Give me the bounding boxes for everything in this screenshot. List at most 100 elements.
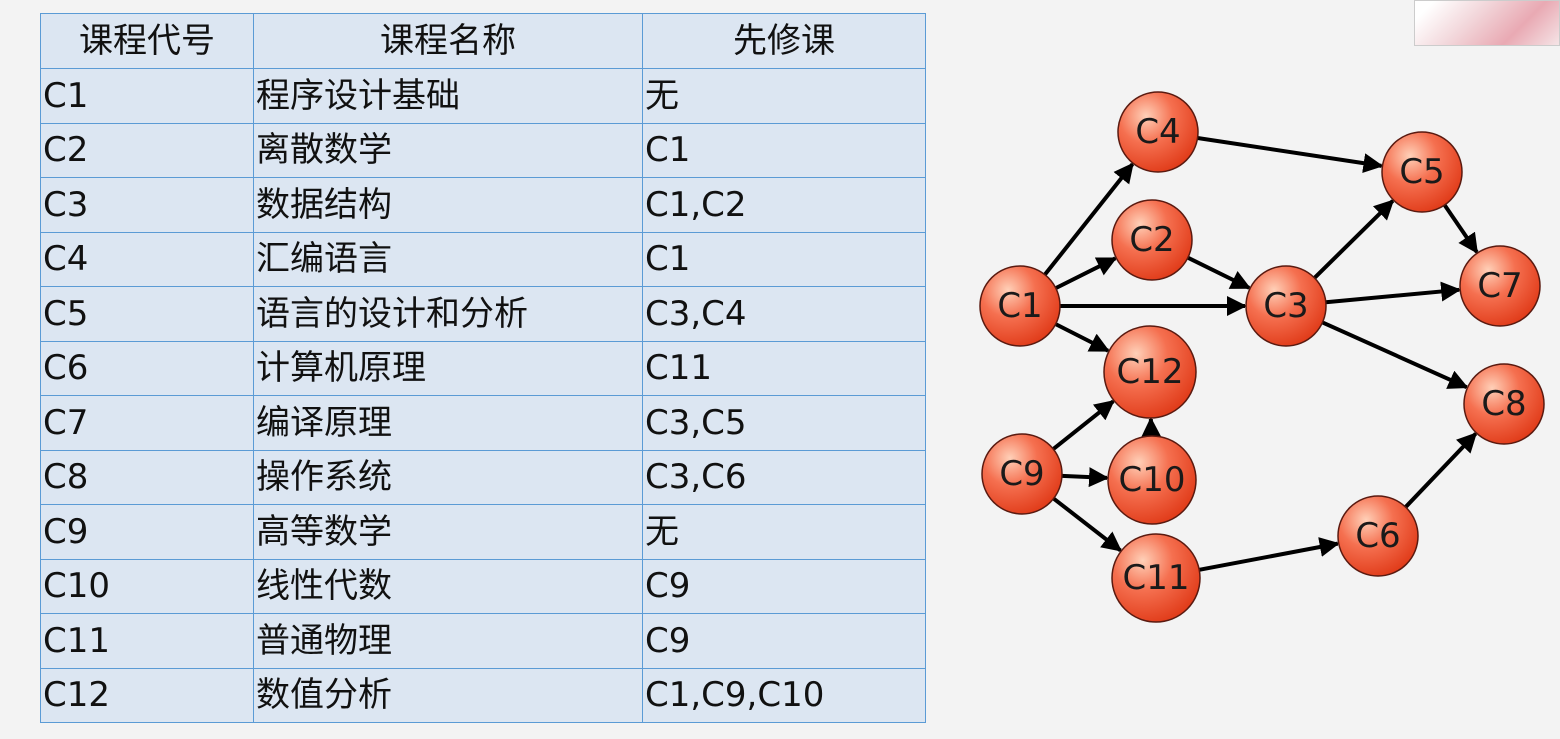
node-label: C1 xyxy=(997,286,1042,326)
node-circle xyxy=(1337,495,1419,577)
node-c10: C10 xyxy=(1107,435,1197,525)
course-name-cell: 高等数学 xyxy=(253,504,643,560)
course-name-cell: 数据结构 xyxy=(253,177,643,233)
node-label: C6 xyxy=(1355,516,1400,556)
edge-c4-to-c5 xyxy=(1197,136,1384,174)
course-name-cell: 汇编语言 xyxy=(253,231,643,287)
course-code-cell: C10 xyxy=(40,558,254,614)
edge-c11-to-c6 xyxy=(1198,537,1340,572)
node-circle xyxy=(1117,91,1199,173)
header-course-name: 课程名称 xyxy=(253,13,643,69)
node-label: C9 xyxy=(999,454,1044,494)
prerequisites-cell: C1 xyxy=(642,122,926,178)
course-name-cell: 普通物理 xyxy=(253,613,643,669)
course-code-cell: C11 xyxy=(40,613,254,669)
course-code-cell: C7 xyxy=(40,395,254,451)
edge-c5-to-c7 xyxy=(1442,203,1479,254)
prerequisites-cell: C9 xyxy=(642,558,926,614)
node-c12: C12 xyxy=(1103,325,1197,419)
course-code-cell: C2 xyxy=(40,122,254,178)
node-label: C5 xyxy=(1399,152,1444,192)
prerequisites-cell: C3,C4 xyxy=(642,286,926,342)
node-label: C12 xyxy=(1116,352,1183,392)
node-circle xyxy=(981,433,1063,515)
course-code-cell: C5 xyxy=(40,286,254,342)
edge-c9-to-c12 xyxy=(1052,399,1115,451)
course-name-cell: 数值分析 xyxy=(253,667,643,723)
node-c5: C5 xyxy=(1381,131,1463,213)
node-c3: C3 xyxy=(1245,265,1327,347)
table-header-row: 课程代号 课程名称 先修课 xyxy=(40,13,926,69)
course-name-cell: 语言的设计和分析 xyxy=(253,286,643,342)
node-c4: C4 xyxy=(1117,91,1199,173)
node-circle xyxy=(1381,131,1463,213)
node-label: C4 xyxy=(1135,112,1180,152)
node-circle xyxy=(1107,435,1197,525)
node-circle xyxy=(1111,199,1193,281)
node-circle xyxy=(1463,363,1545,445)
edge-c1-to-c4 xyxy=(1043,162,1135,276)
course-code-cell: C6 xyxy=(40,340,254,396)
prerequisites-cell: 无 xyxy=(642,504,926,560)
presenter-video-thumbnail xyxy=(1414,0,1560,46)
course-code-cell: C9 xyxy=(40,504,254,560)
header-course-code: 课程代号 xyxy=(40,13,254,69)
prerequisites-cell: C3,C6 xyxy=(642,449,926,505)
prerequisites-cell: C9 xyxy=(642,613,926,669)
node-circle xyxy=(1111,533,1201,623)
node-label: C8 xyxy=(1481,384,1526,424)
course-name-cell: 编译原理 xyxy=(253,395,643,451)
node-label: C2 xyxy=(1129,220,1174,260)
edge-c6-to-c8 xyxy=(1404,432,1478,509)
edge-c1-to-c12 xyxy=(1054,322,1110,353)
node-label: C3 xyxy=(1263,286,1308,326)
node-c9: C9 xyxy=(981,433,1063,515)
course-code-cell: C1 xyxy=(40,68,254,124)
course-code-cell: C12 xyxy=(40,667,254,723)
prerequisites-cell: C11 xyxy=(642,340,926,396)
course-code-cell: C3 xyxy=(40,177,254,233)
node-circle xyxy=(1103,325,1197,419)
node-label: C11 xyxy=(1122,558,1189,598)
course-code-cell: C4 xyxy=(40,231,254,287)
edge-c3-to-c5 xyxy=(1313,199,1395,280)
node-c1: C1 xyxy=(979,265,1061,347)
prerequisites-cell: C1 xyxy=(642,231,926,287)
node-circle xyxy=(979,265,1061,347)
edge-c9-to-c10 xyxy=(1061,467,1110,488)
course-name-cell: 程序设计基础 xyxy=(253,68,643,124)
prerequisites-cell: C1,C2 xyxy=(642,177,926,233)
edge-c2-to-c3 xyxy=(1186,255,1252,290)
node-c7: C7 xyxy=(1459,245,1541,327)
course-name-cell: 线性代数 xyxy=(253,558,643,614)
prerequisites-cell: C3,C5 xyxy=(642,395,926,451)
edge-c3-to-c8 xyxy=(1321,320,1469,390)
node-c2: C2 xyxy=(1111,199,1193,281)
node-c8: C8 xyxy=(1463,363,1545,445)
edge-c3-to-c7 xyxy=(1325,281,1462,305)
edge-c9-to-c11 xyxy=(1052,496,1123,552)
edge-c1-to-c2 xyxy=(1054,256,1118,290)
course-name-cell: 计算机原理 xyxy=(253,340,643,396)
node-c11: C11 xyxy=(1111,533,1201,623)
prerequisites-cell: C1,C9,C10 xyxy=(642,667,926,723)
node-label: C10 xyxy=(1118,460,1185,500)
course-code-cell: C8 xyxy=(40,449,254,505)
node-label: C7 xyxy=(1477,266,1522,306)
header-prerequisites: 先修课 xyxy=(642,13,926,69)
node-circle xyxy=(1245,265,1327,347)
